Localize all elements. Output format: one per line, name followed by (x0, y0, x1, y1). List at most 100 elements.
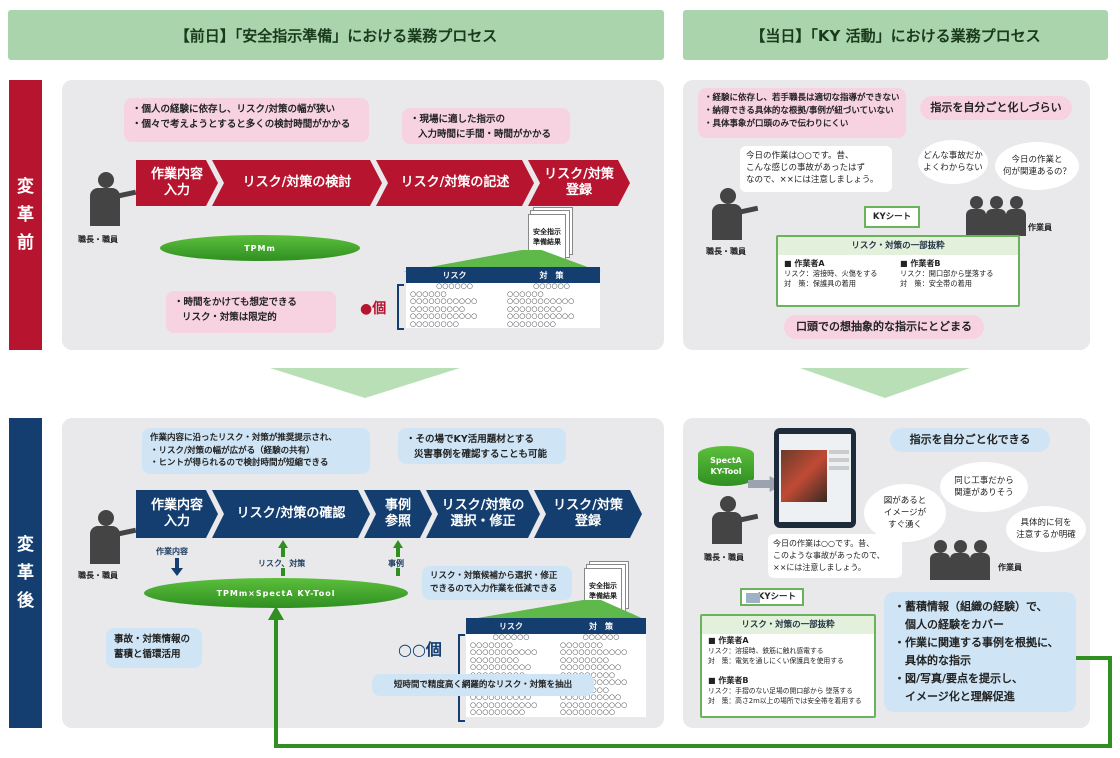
ky-worker-b: ■ 作業者B リスク：手摺のない足場の開口部から 墜落する 対 策：高さ2m以上… (708, 676, 872, 706)
table-cell: ○○○○○○ (410, 289, 447, 298)
feedback-loop-line (274, 744, 1112, 748)
tpmm-spectA-platform: TPMm×SpectA KY-Tool (144, 578, 408, 608)
count-before: ●個 (360, 301, 387, 317)
down-arrow-right (800, 368, 970, 398)
table-cell: ○○○○○○○○○○○ (410, 312, 478, 320)
abstract-label: 口頭での想抽象的な指示にとどまる (784, 315, 984, 339)
leader-figure (86, 172, 137, 228)
leader-label: 職長・職員 (78, 235, 118, 244)
table-cell: ○○○○○○ (582, 633, 620, 641)
table-header: 対 策 (503, 267, 600, 283)
table-cell: ○○○○○○○○○ (507, 304, 562, 313)
step-review: リスク/対策の検討 (212, 160, 382, 206)
step-case-reference: 事例 参照 (364, 490, 432, 538)
table-cell: ○○○○○○○○○○○ (560, 700, 628, 709)
leader-label: 職長・職員 (704, 553, 744, 562)
table-cell: ○○○○○○ (507, 289, 544, 298)
table-cell: ○○○○○○○○○○○ (507, 312, 575, 320)
bubble-line: 事故・対策情報の (114, 634, 191, 645)
feedback-loop-line (1108, 656, 1112, 748)
side-label-before: 変 革 前 (9, 80, 42, 350)
bubble-line: ・リスク/対策の幅が広がる（経験の共有） (150, 445, 315, 456)
own-label: 指示を自分ごと化できる (890, 428, 1050, 452)
tablet-screen (779, 434, 851, 522)
up-arrow-icon (396, 568, 400, 576)
risk-table-after: リスク対 策 ○○○○○○○○○○○○ ○○○○○○○○○○○○○○ ○○○○○… (466, 618, 646, 717)
step-select-edit: リスク/対策の 選択・修正 (426, 490, 540, 538)
ky-sheet-before: リスク・対策の一部抜粋 ■ 作業者A リスク：溶接時、火傷をする 対 策：保護具… (776, 235, 1020, 307)
up-arrow-icon (278, 540, 288, 548)
step-register: リスク/対策 登録 (528, 160, 630, 206)
up-arrow-icon (281, 568, 285, 576)
bubble-line: 作業内容に沿ったリスク・対策が推奨提示され、 (150, 433, 337, 443)
bubble-line: ・その場でKY活用題材とする (406, 434, 534, 445)
side-label-after: 変 革 後 (9, 418, 42, 728)
table-cell: ○○○○○○○○○○ (560, 693, 622, 701)
side-char: 変 (17, 177, 34, 197)
benefit-line: ・作業に関連する事例を根拠に、 (894, 636, 1059, 649)
step-input: 作業内容 入力 (136, 490, 218, 538)
risk-tag: リスク、対策 (258, 559, 306, 568)
up-arrow-icon (281, 547, 285, 557)
table-cell: ○○○○○○○○○ (410, 304, 465, 313)
ky-title: リスク・対策の一部抜粋 (702, 616, 874, 634)
worker-cloud-1: 図があると イメージが すぐ湧く (864, 484, 946, 542)
table-cell: ○○○○○○○○○○○ (560, 648, 628, 656)
ky-worker-title: ■ 作業者A (784, 259, 825, 268)
benefit-line: イメージ化と理解促進 (894, 690, 1015, 703)
down-arrow-icon (171, 568, 183, 576)
feedback-loop-line (274, 618, 278, 748)
leader-speech: 今日の作業は○○です。昔、 このような事故があったので、 ××には注意しましょう… (768, 534, 902, 578)
table-cell: ○○○○○○○○○○ (470, 693, 532, 701)
bubble-line: リスク・対策候補から選択・修正 (430, 571, 558, 581)
ky-sheet-tag: KYシート (864, 206, 920, 228)
bubble-line: 蓄積と循環活用 (114, 649, 181, 660)
table-header: 対 策 (556, 618, 646, 634)
workers-label: 作業員 (998, 563, 1022, 572)
benefit-bubble-mid: ・その場でKY活用題材とする 災害事例を確認することも可能 (398, 428, 566, 464)
down-arrow-left (270, 368, 460, 398)
ky-worker-a: ■ 作業者A リスク：溶接時、鉄筋に触れ感電する 対 策：電気を通しにくい保護具… (708, 636, 872, 666)
not-own-label: 指示を自分ごと化しづらい (920, 96, 1072, 120)
table-cell: ○○○○○○○○ (470, 655, 519, 664)
bubble-line: ・時間をかけても想定できる (174, 297, 297, 308)
photo-icon (746, 593, 760, 603)
bubble-line: 入力時間に手間・時間がかかる (418, 129, 552, 140)
benefit-line: 個人の経験をカバー (894, 618, 1004, 631)
table-cell: ○○○○○○○○○ (560, 708, 615, 716)
side-char: 革 (17, 205, 34, 225)
table-cell: ○○○○○○○○○○○ (470, 648, 538, 656)
ky-sheet-tag: KYシート (740, 588, 804, 606)
step-confirm: リスク/対策の確認 (212, 490, 370, 538)
table-cell: ○○○○○○ (436, 282, 473, 290)
bubble-line: ・個々で考えようとすると多くの検討時間がかかる (132, 119, 351, 130)
worker-cloud-2: 今日の作業と 何が関連あるの？ (995, 142, 1079, 190)
worker-cloud-3: 具体的に何を 注意するか明確 (1006, 506, 1086, 552)
step-describe: リスク/対策の記述 (376, 160, 534, 206)
up-arrow-icon (393, 540, 403, 548)
leader-figure (86, 510, 137, 566)
header-before-day: 【前日】「安全指示準備」における業務プロセス (8, 10, 664, 60)
bubble-line: リスク・対策は限定的 (182, 312, 277, 323)
issue-bubble-mid: ・現場に適した指示の 入力時間に手間・時間がかかる (402, 108, 570, 144)
benefit-line: ・図/写真/要点を提示し、 (894, 672, 1024, 685)
workers-figure (966, 196, 1026, 236)
down-arrow-icon (175, 558, 179, 570)
bubble-line: ・経験に依存し、若手職長は適切な指導ができない (704, 93, 900, 103)
spectA-tool-cylinder: SpectA KY-Tool (698, 446, 754, 486)
ky-tag-label: KYシート (757, 592, 796, 602)
bubble-line: ・ヒントが得られるので検討時間が短縮できる (150, 458, 329, 468)
table-cell: ○○○○○○○ (560, 640, 603, 649)
table-cell: ○○○○○○○○○ (470, 708, 525, 716)
table-cell: ○○○○○○○○○○ (470, 663, 532, 671)
side-char: 革 (17, 563, 34, 583)
accumulation-bubble: 事故・対策情報の 蓄積と循環活用 (106, 628, 202, 668)
ky-worker-a: ■ 作業者A リスク：溶接時、火傷をする 対 策：保護具の着用 (784, 259, 892, 289)
table-cell: ○○○○○○ (533, 282, 570, 290)
bubble-line: ・現場に適した指示の (410, 114, 506, 125)
bubble-line: ・個人の経験に依存し、リスク/対策の幅が狭い (132, 104, 335, 115)
header-on-day: 【当日】「KY 活動」における業務プロセス (683, 10, 1108, 60)
extract-bubble: 短時間で精度高く網羅的なリスク・対策を抽出 (372, 674, 594, 696)
leader-speech: 今日の作業は○○です。昔、 こんな感じの事故があったはず なので、××には注意し… (740, 146, 892, 192)
tablet-device (774, 428, 856, 528)
